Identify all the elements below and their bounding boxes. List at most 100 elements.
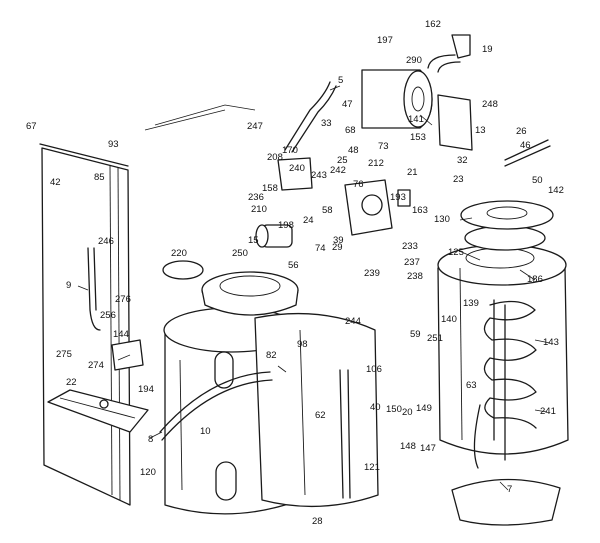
callout: 40 [370,402,381,413]
callout: 67 [26,121,37,132]
callout: 144 [113,329,129,340]
expansion-vessel [361,69,433,129]
callout: 120 [140,467,156,478]
callout: 9 [66,280,71,291]
callout: 248 [482,99,498,110]
callout: 82 [266,350,277,361]
callout: 149 [416,403,432,414]
callout: 163 [412,205,428,216]
pipe-33 [284,81,331,151]
callout: 59 [410,329,421,340]
callout: 250 [232,248,248,259]
callout: 256 [100,310,116,321]
callout: 63 [466,380,477,391]
callout: 74 [315,243,326,254]
callout: 170 [282,145,298,156]
callout: 240 [289,163,305,174]
callout: 56 [288,260,299,271]
callout: 50 [532,175,543,186]
callout: 198 [278,220,294,231]
callout: 48 [348,145,359,156]
callout: 141 [408,114,424,125]
callout: 22 [66,377,77,388]
callout: 243 [311,170,327,181]
callout: 194 [138,384,154,395]
callout: 148 [400,441,416,452]
pump-motor [255,224,293,248]
pipe-10 [159,371,271,433]
callout: 20 [402,407,413,418]
callout: 24 [303,215,314,226]
callout: 276 [115,294,131,305]
callout: 197 [377,35,393,46]
callout: 19 [482,44,493,55]
callout: 193 [390,192,406,203]
callout: 15 [248,235,259,246]
callout: 220 [171,248,187,259]
callout: 142 [548,185,564,196]
callout: 23 [453,174,464,185]
callout: 62 [315,410,326,421]
base-plate [451,478,561,526]
callout-labels: 5 7 8 9 10 13 15 19 20 21 22 23 24 25 26… [26,19,564,527]
insulation-disc [162,260,204,280]
callout: 246 [98,236,114,247]
water-cylinder [437,244,569,455]
callout: 21 [407,167,418,178]
callout: 25 [337,155,348,166]
callout: 140 [441,314,457,325]
callout: 238 [407,271,423,282]
callout: 210 [251,204,267,215]
callout: 98 [297,339,308,350]
leader-lines [77,85,551,491]
callout: 28 [312,516,323,527]
vessel-bracket [437,94,473,151]
callout: 162 [425,19,441,30]
callout: 244 [345,316,361,327]
pipe-62 [339,369,344,499]
callout: 242 [330,165,346,176]
callout: 10 [200,426,211,437]
callout: 85 [94,172,105,183]
outlet-elbow [427,34,471,73]
callout: 208 [267,152,283,163]
callout: 42 [50,177,61,188]
pipe-9 [87,247,101,331]
callout: 158 [262,183,278,194]
callout: 251 [427,333,443,344]
callout: 58 [322,205,333,216]
callout: 233 [402,241,418,252]
callout: 46 [520,140,531,151]
callout: 13 [475,125,486,136]
callout: 32 [457,155,468,166]
callout: 274 [88,360,104,371]
callout: 26 [516,126,527,137]
gas-valve [111,339,144,371]
pipe-46 [504,139,549,161]
heating-coil [483,299,537,461]
callout: 47 [342,99,353,110]
callout: 39 [333,235,344,246]
callout: 147 [420,443,436,454]
callout: 241 [540,406,556,417]
mounting-bracket [47,389,149,433]
callout: 125 [448,247,464,258]
callout: 139 [463,298,479,309]
callout: 5 [338,75,343,86]
pipe-63 [473,404,481,469]
rear-casing [254,312,379,508]
callout: 130 [434,214,450,225]
callout: 236 [248,192,264,203]
callout: 212 [368,158,384,169]
callout: 239 [364,268,380,279]
callout: 73 [378,141,389,152]
callout: 121 [364,462,380,473]
callout: 76 [353,179,364,190]
callout: 275 [56,349,72,360]
callout: 93 [108,139,119,150]
top-cover [201,271,299,316]
callout: 150 [386,404,402,415]
callout: 247 [247,121,263,132]
callout: 29 [332,242,343,253]
